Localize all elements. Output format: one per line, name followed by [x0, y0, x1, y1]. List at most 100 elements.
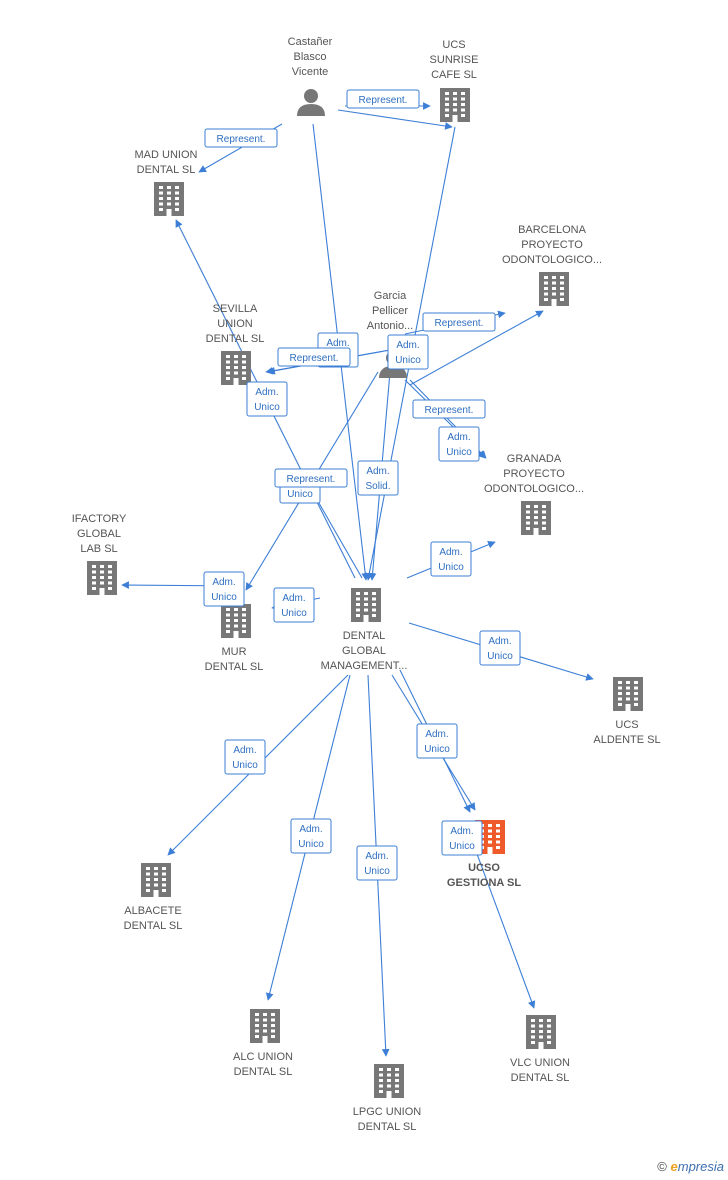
edge-label-20[interactable]: Adm.Unico — [441, 820, 483, 856]
edge-label-17[interactable]: Adm. Unico — [290, 818, 332, 854]
edge-label-text: Adm. — [425, 729, 448, 740]
edge-label-text: Represent. — [217, 134, 266, 145]
edge-label-text: Adm. — [450, 826, 473, 837]
edge-label-19[interactable]: Adm. Unico — [416, 723, 458, 759]
building-icon — [440, 88, 470, 122]
node-label: DENTAL SL — [205, 661, 264, 673]
edge-label-text: Adm. — [212, 577, 235, 588]
edge-label-12[interactable]: Adm.Unico — [430, 541, 472, 577]
building-icon — [221, 351, 251, 385]
edge-label-11[interactable]: Adm. Solid. — [357, 460, 399, 496]
edge-label-text: Unico — [232, 760, 258, 771]
building-icon — [351, 588, 381, 622]
building-icon — [87, 561, 117, 595]
node-label: GLOBAL — [342, 645, 386, 657]
edge-label-text: Unico — [287, 489, 313, 500]
node-label: BARCELONA — [518, 224, 587, 236]
edge-labels-layer: Represent.Represent.Adm.UnicoRepresent.A… — [203, 89, 521, 881]
node-label: GLOBAL — [77, 528, 121, 540]
node-mad-union[interactable]: MAD UNION DENTAL SL — [135, 149, 198, 216]
node-label: IFACTORY — [72, 513, 127, 525]
edge-label-text: Adm. — [326, 338, 349, 349]
node-label: GESTIONA SL — [447, 877, 521, 889]
node-label: ODONTOLOGICO... — [502, 254, 602, 266]
node-label: MAD UNION — [135, 149, 198, 161]
building-icon — [539, 272, 569, 306]
edge-label-16[interactable]: Adm. Unico — [224, 739, 266, 775]
edge-label-7[interactable]: Represent. — [412, 399, 486, 419]
edge-label-text: Adm. — [366, 466, 389, 477]
node-label: DENTAL SL — [137, 164, 196, 176]
edge-label-text: Unico — [487, 651, 513, 662]
building-icon — [250, 1009, 280, 1043]
node-barcelona[interactable]: BARCELONA PROYECTO ODONTOLOGICO... — [502, 224, 602, 306]
node-dental-global[interactable]: DENTALGLOBALMANAGEMENT... — [321, 588, 408, 672]
edge-label-4[interactable]: Adm. Unico — [387, 334, 429, 370]
copyright-symbol: © — [657, 1159, 667, 1174]
edge-label-text: Adm. — [282, 593, 305, 604]
edge-label-text: Adm. — [365, 851, 388, 862]
node-lpgc-union[interactable]: LPGC UNION DENTAL SL — [353, 1064, 422, 1133]
edge-label-3[interactable]: Represent. — [277, 347, 351, 367]
edge-label-text: Adm. — [396, 340, 419, 351]
building-icon — [221, 604, 251, 638]
edge-label-5[interactable]: Represent. — [422, 312, 496, 332]
edge-label-15[interactable]: Adm. Unico — [479, 630, 521, 666]
edge-label-text: Unico — [298, 839, 324, 850]
edge-label-text: Solid. — [365, 481, 390, 492]
edge-label-text: Adm. — [255, 387, 278, 398]
building-icon — [526, 1015, 556, 1049]
node-label: SEVILLA — [213, 303, 258, 315]
edge-label-text: Unico — [424, 744, 450, 755]
edge-label-text: Unico — [211, 592, 237, 603]
edge-label-8[interactable]: Adm.Unico — [438, 426, 480, 462]
edge-label-6[interactable]: Adm.Unico — [246, 381, 288, 417]
node-label: PROYECTO — [521, 239, 583, 251]
edge-label-18[interactable]: Adm. Unico — [356, 845, 398, 881]
edge-label-1[interactable]: Represent. — [204, 128, 278, 148]
node-label: UCSO — [468, 862, 500, 874]
building-icon — [141, 863, 171, 897]
edge-label-text: Adm. — [233, 745, 256, 756]
node-label: DENTAL SL — [358, 1121, 417, 1133]
node-label: DENTAL SL — [511, 1072, 570, 1084]
nodes-layer: CastañerBlascoVicenteGarciaPellicerAnton… — [72, 36, 661, 1133]
building-icon — [613, 677, 643, 711]
node-mur[interactable]: MUR DENTAL SL — [205, 604, 264, 673]
edge-label-text: Represent. — [290, 353, 339, 364]
node-granada[interactable]: GRANADAPROYECTOODONTOLOGICO... — [484, 453, 584, 535]
edge-label-text: Adm. — [488, 636, 511, 647]
edge-24 — [469, 834, 536, 1009]
edge-label-14[interactable]: Adm. Unico — [203, 571, 245, 607]
node-label: ODONTOLOGICO... — [484, 483, 584, 495]
node-label: ALDENTE SL — [593, 734, 660, 746]
brand-e: e — [670, 1159, 678, 1174]
node-label: MUR — [221, 646, 246, 658]
edge-12 — [409, 310, 544, 386]
edge-label-text: Unico — [364, 866, 390, 877]
node-label: Vicente — [292, 66, 329, 78]
edge-label-10[interactable]: Represent. — [274, 468, 348, 488]
edge-label-13[interactable]: Adm. Unico — [273, 587, 315, 623]
edge-label-text: Unico — [438, 562, 464, 573]
node-label: DENTAL SL — [234, 1066, 293, 1078]
person-icon — [297, 89, 325, 116]
node-label: UCS — [442, 39, 465, 51]
edge-label-text: Unico — [281, 608, 307, 619]
node-label: UNION — [217, 318, 253, 330]
node-label: LPGC UNION — [353, 1106, 422, 1118]
edge-label-text: Unico — [395, 355, 421, 366]
edge-label-text: Adm. — [299, 824, 322, 835]
node-label: Antonio... — [367, 320, 413, 332]
edge-label-0[interactable]: Represent. — [346, 89, 420, 109]
node-label: PROYECTO — [503, 468, 565, 480]
